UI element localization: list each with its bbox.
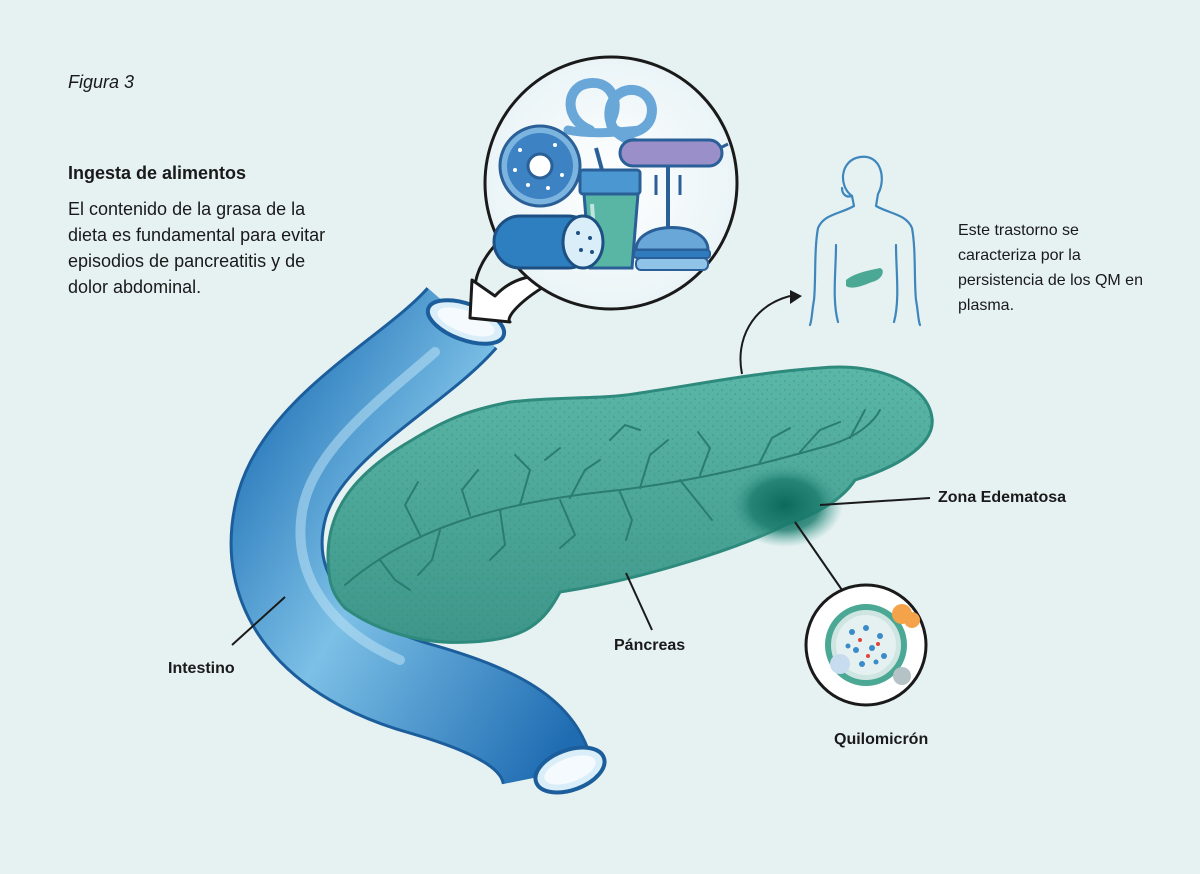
leader-pancreas — [625, 572, 653, 631]
pancreas — [326, 365, 934, 644]
leader-quilomicron — [794, 521, 843, 591]
label-zona-edematosa: Zona Edematosa — [938, 489, 1067, 506]
figure-label: Figura 3 — [68, 72, 135, 92]
body-pancreas-icon — [846, 268, 883, 288]
sausage-roll-icon — [492, 214, 605, 270]
burger-icon — [633, 226, 711, 271]
intro-title: Ingesta de alimentos — [68, 163, 247, 183]
sausage-icon — [618, 138, 729, 232]
intro-body: El contenido de la grasa de la dieta es … — [68, 199, 326, 297]
pretzel-icon — [563, 78, 658, 165]
human-silhouette-icon — [808, 155, 922, 327]
label-quilomicron: Quilomicrón — [834, 731, 929, 748]
intestine — [229, 286, 607, 795]
note-text: Este trastorno se caracteriza por la per… — [958, 222, 1143, 314]
leader-intestino — [231, 596, 286, 646]
label-pancreas: Páncreas — [614, 637, 686, 654]
leader-zona — [819, 497, 931, 506]
food-bubble — [468, 55, 739, 324]
donut-icon — [498, 124, 582, 208]
curved-arrow — [739, 290, 802, 375]
label-intestino: Intestino — [168, 660, 235, 677]
chylomicron-icon — [804, 583, 928, 707]
